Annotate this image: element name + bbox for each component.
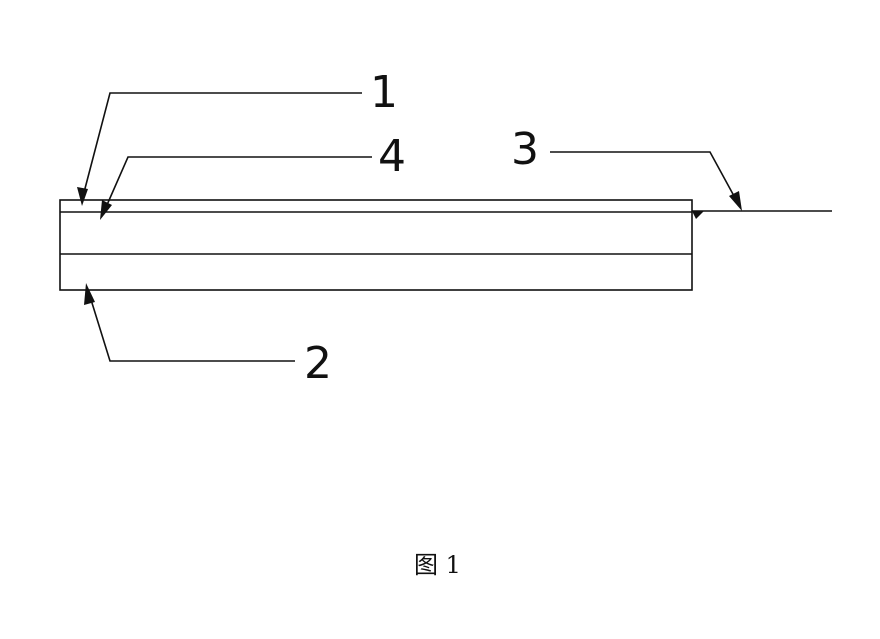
wire-lead — [692, 210, 832, 219]
figure-caption: 图 1 — [414, 551, 461, 579]
leader-2-arrowhead — [84, 283, 95, 305]
leader-2: 2 — [84, 283, 332, 389]
leader-2-line — [87, 289, 295, 362]
callout-label-2: 2 — [304, 338, 332, 389]
leader-3: 3 — [511, 124, 742, 211]
leader-4: 4 — [100, 131, 406, 220]
callout-label-4: 4 — [378, 131, 406, 182]
leader-1-arrowhead — [77, 187, 88, 206]
leader-3-arrowhead — [729, 191, 742, 211]
leader-4-line — [102, 156, 372, 215]
strip-outline — [59, 199, 693, 291]
layered-strip — [59, 199, 693, 291]
leader-1-line — [81, 92, 362, 201]
leader-4-arrowhead — [100, 200, 112, 220]
callout-label-3: 3 — [511, 124, 539, 175]
callout-label-1: 1 — [370, 67, 398, 118]
leader-1: 1 — [77, 67, 398, 206]
wire-joint-mark — [692, 211, 704, 219]
leader-3-line — [550, 151, 741, 208]
